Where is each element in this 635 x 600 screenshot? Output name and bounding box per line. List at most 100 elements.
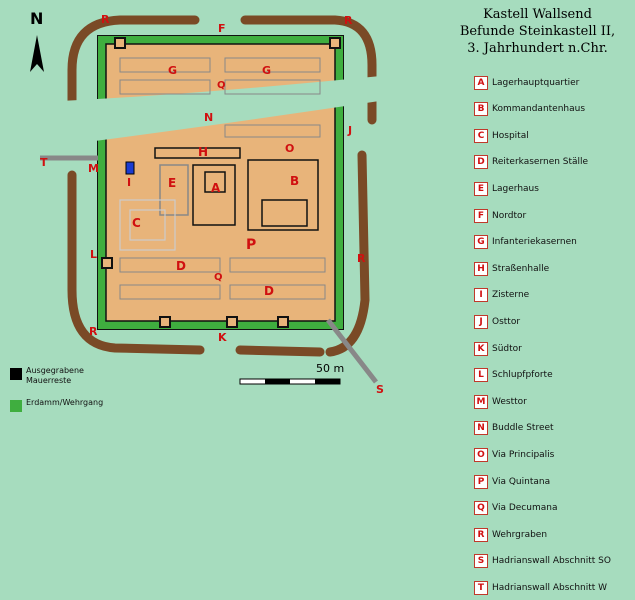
map-label-k: K — [218, 331, 227, 344]
legend-label: Via Quintana — [492, 476, 551, 487]
ditch-east — [325, 150, 370, 357]
tower-group — [101, 37, 341, 328]
legend-label: Osttor — [492, 316, 521, 327]
legend-label: Hospital — [492, 130, 529, 141]
legend-key: D — [474, 155, 488, 170]
legend-label: Schlupfpforte — [492, 370, 553, 381]
north-label: N — [30, 9, 43, 28]
map-label-e: E — [168, 176, 176, 190]
legend-key: A — [474, 75, 488, 90]
map-label-m: M — [88, 162, 99, 175]
legend-label: Westtor — [492, 396, 527, 407]
material-label: Ausgegrabene Mauerreste — [26, 366, 84, 385]
legend-label: Nordtor — [492, 210, 527, 221]
map-label-c: C — [132, 216, 141, 230]
legend-key: G — [474, 235, 488, 250]
cistern — [125, 161, 135, 175]
legend-item: C Hospital — [474, 125, 529, 143]
ditch-north-east — [240, 15, 377, 125]
map-label-i: I — [127, 176, 131, 189]
map-label-b: B — [290, 174, 299, 188]
legend-label: Zisterne — [492, 290, 530, 301]
legend-key: E — [474, 181, 488, 196]
hadrians-wall — [40, 155, 378, 384]
map-label-r: R — [344, 14, 353, 27]
title-line-2: Befunde Steinkastell II, — [459, 24, 616, 39]
legend-item: O Via Principalis — [474, 444, 555, 462]
barracks-south — [119, 257, 326, 300]
map-label-g: G — [168, 64, 177, 77]
map-label-h: H — [198, 145, 208, 159]
map-label-f: F — [218, 22, 226, 35]
legend-label: Hadrianswall Abschnitt SO — [492, 556, 611, 567]
legend-item: L Schlupfpforte — [474, 365, 553, 383]
legend-item: A Lagerhauptquartier — [474, 72, 580, 90]
ditch-north-west — [67, 15, 200, 125]
title-line-3: 3. Jahrhundert n.Chr. — [467, 41, 608, 56]
barracks-north — [119, 57, 321, 138]
legend-item: I Zisterne — [474, 285, 530, 303]
legend-item: T Hadrianswall Abschnitt W — [474, 577, 608, 595]
legend-key: I — [474, 288, 488, 303]
map-label-r: R — [89, 325, 98, 338]
legend-item: J Osttor — [474, 311, 521, 329]
legend-key: K — [474, 341, 488, 356]
north-arrow-icon — [30, 35, 44, 72]
legend-label: Hadrianswall Abschnitt W — [492, 582, 608, 593]
legend-item: K Südtor — [474, 338, 522, 356]
map-label-g: G — [262, 64, 271, 77]
scale-label: 50 m — [316, 362, 345, 375]
buddle-street — [40, 70, 440, 148]
legend-key: J — [474, 314, 488, 329]
map-label-d: D — [176, 259, 186, 273]
legend-item: E Lagerhaus — [474, 178, 539, 196]
legend-key: O — [474, 447, 488, 462]
legend-label: Straßenhalle — [492, 263, 550, 274]
excavated-wall-swatch — [10, 368, 22, 380]
legend-label: Reiterkasernen Ställe — [492, 157, 589, 168]
legend-key: L — [474, 368, 488, 383]
legend-label: Via Principalis — [492, 449, 555, 460]
map-label-a: A — [211, 181, 221, 195]
legend-item: M Westtor — [474, 391, 527, 409]
legend-label: Via Decumana — [492, 503, 558, 514]
hospital-building — [119, 199, 176, 251]
map-label-t: T — [40, 156, 48, 169]
rampart-group — [98, 36, 343, 329]
legend-key: Q — [474, 501, 488, 516]
map-label-j: J — [347, 124, 352, 137]
legend-label: Infanteriekasernen — [492, 237, 577, 248]
legend-label: Kommandantenhaus — [492, 104, 586, 115]
map-label-o: O — [285, 142, 294, 155]
legend-label: Lagerhaus — [492, 183, 539, 194]
map-label-d: D — [264, 284, 274, 298]
legend-key: T — [474, 580, 488, 595]
map-label-p: P — [246, 237, 256, 253]
ditch-west — [67, 170, 205, 355]
map-label-l: L — [90, 248, 97, 261]
legend-label: Südtor — [492, 343, 522, 354]
legend-key: B — [474, 102, 488, 117]
legend-item: Q Via Decumana — [474, 498, 558, 516]
legend-item: B Kommandantenhaus — [474, 99, 586, 117]
legend-item: H Straßenhalle — [474, 258, 550, 276]
legend-key: M — [474, 394, 488, 409]
central-buildings — [154, 147, 319, 231]
map-label-r: R — [357, 252, 366, 265]
legend-label: Lagerhauptquartier — [492, 77, 580, 88]
legend-key: H — [474, 261, 488, 276]
map-title: Kastell Wallsend Befunde Steinkastell II… — [440, 6, 635, 57]
ditch-south-east — [235, 345, 325, 357]
map-label-q: Q — [214, 272, 223, 283]
legend-key: C — [474, 128, 488, 143]
title-line-1: Kastell Wallsend — [483, 7, 592, 22]
material-label: Erdamm/Wehrgang — [26, 398, 104, 407]
legend-item: G Infanteriekasernen — [474, 232, 577, 250]
map-label-s: S — [376, 383, 384, 396]
